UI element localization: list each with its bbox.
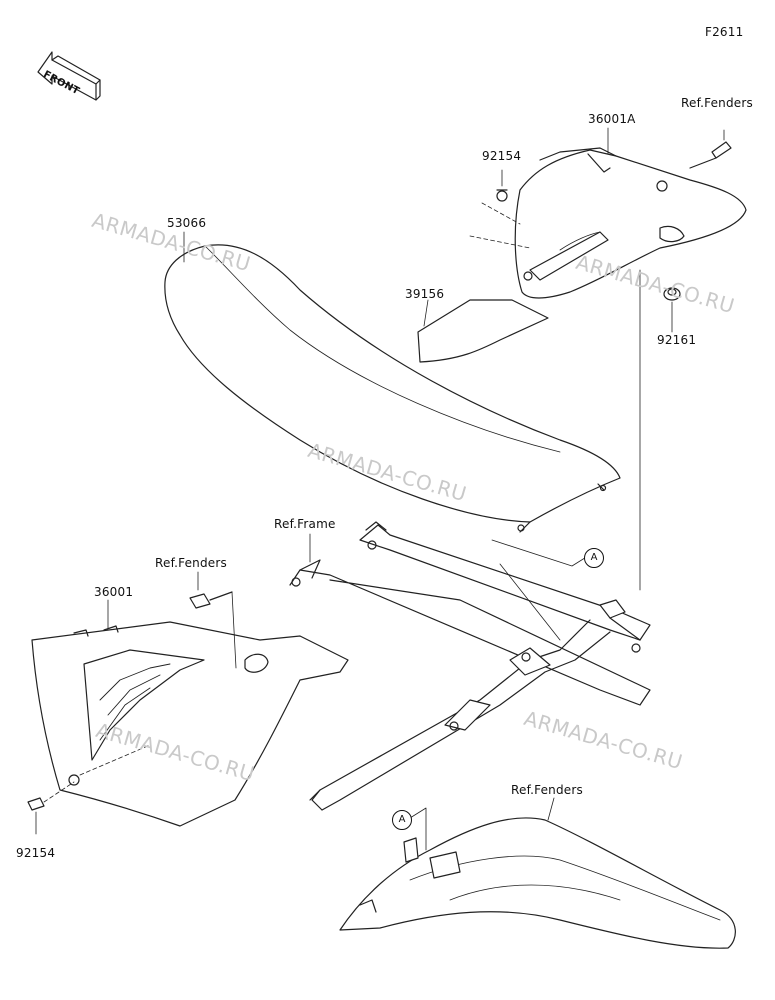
label-92154-top: 92154 [482,149,522,163]
label-92154-bottom: 92154 [16,846,56,860]
grommet-92161 [639,269,681,591]
leader-lines [107,127,609,851]
front-arrow-icon [37,51,101,101]
bolt-92154-bottom [27,744,151,835]
callout-a-lower: A [392,810,412,830]
figure-code: F2611 [705,25,744,39]
label-36001a: 36001A [588,112,636,126]
callout-a-upper: A [584,548,604,568]
seat-53066 [164,244,621,533]
side-cover-36001a [514,147,747,299]
label-ref-fenders-left: Ref.Fenders [155,556,227,570]
label-36001: 36001 [94,585,134,599]
label-53066: 53066 [167,216,207,230]
label-39156: 39156 [405,287,445,301]
label-ref-frame: Ref.Frame [274,517,336,531]
ref-fenders-bolt-left [189,571,237,669]
label-92161: 92161 [657,333,697,347]
rear-fender [339,817,736,949]
rear-frame [289,521,651,811]
label-ref-fenders-bottom: Ref.Fenders [511,783,583,797]
side-cover-36001 [31,621,349,827]
label-ref-fenders-top: Ref.Fenders [681,96,753,110]
bolt-92154-top [469,169,531,249]
ref-fenders-bolt-top [689,129,732,169]
sticker-39156 [417,299,549,363]
